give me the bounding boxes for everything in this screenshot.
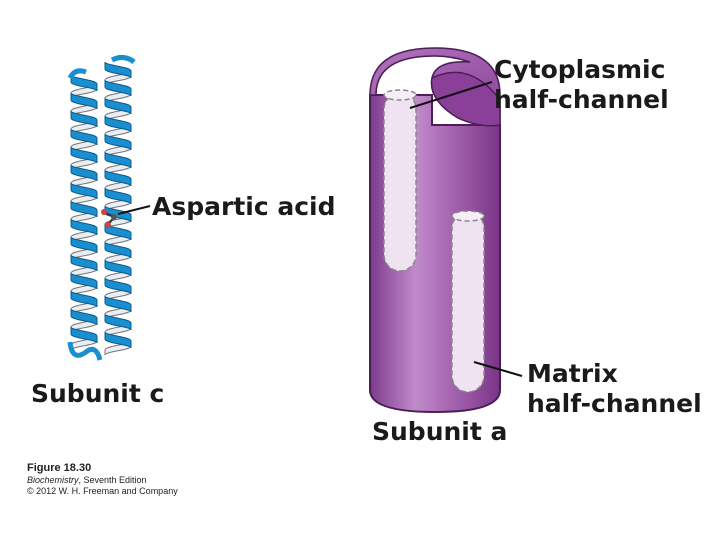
helix-turn-front — [104, 223, 132, 241]
helix-turn-front — [104, 169, 132, 187]
helix-ends — [67, 54, 136, 80]
helix-turn-front — [70, 182, 98, 200]
caption-book-title: Biochemistry — [27, 475, 79, 485]
helix-turn-front — [70, 218, 98, 236]
helix-left — [67, 54, 136, 361]
subunit-a-label: Subunit a — [372, 417, 508, 446]
helix-turn-front — [104, 331, 132, 349]
helix-turn-front — [104, 61, 132, 79]
helix-turn-front — [104, 313, 132, 331]
caption-book: Biochemistry, Seventh Edition — [27, 475, 178, 486]
helix-right — [104, 61, 132, 356]
helix-turn-front — [70, 290, 98, 308]
helix-turn-front — [104, 277, 132, 295]
figure-caption: Figure 18.30 Biochemistry, Seventh Editi… — [27, 462, 178, 497]
helix-turn-front — [70, 164, 98, 182]
matrix-label-line1: Matrix — [527, 359, 618, 388]
aspartic-acid-pointer — [117, 205, 151, 215]
helix-turn-front — [104, 79, 132, 97]
matrix-pointer — [473, 361, 523, 377]
helix-turn-front — [70, 272, 98, 290]
helix-turn-front — [70, 74, 98, 92]
aspartic-acid-sidechain — [101, 209, 117, 228]
helix-loop — [67, 341, 103, 361]
helix-turn-front — [70, 308, 98, 326]
helix-turn-front — [70, 146, 98, 164]
matrix-label-line2: half-channel — [527, 389, 702, 418]
helix-turn-front — [70, 200, 98, 218]
cytoplasmic-label-line1: Cytoplasmic — [494, 55, 666, 84]
helix-turn-front — [70, 254, 98, 272]
subunit-a-cylinder — [369, 47, 501, 414]
cytoplasmic-label-line2: half-channel — [494, 85, 669, 114]
caption-figure-number: Figure 18.30 — [27, 462, 92, 474]
helix-turn-front — [70, 236, 98, 254]
helix-turn-front — [70, 326, 98, 344]
helix-turn-front — [104, 133, 132, 151]
caption-book-edition: , Seventh Edition — [78, 475, 147, 485]
helix-turn-front — [70, 92, 98, 110]
caption-copyright: © 2012 W. H. Freeman and Company — [27, 486, 178, 496]
cytoplasmic-pointer — [409, 81, 493, 109]
helix-turn-front — [104, 295, 132, 313]
subunit-c-helices — [67, 54, 136, 361]
cytoplasmic-half-channel — [383, 89, 417, 272]
helix-turn-front — [104, 187, 132, 205]
helix-turn-front — [104, 115, 132, 133]
helix-turn-front — [70, 128, 98, 146]
helix-turn-front — [70, 110, 98, 128]
helix-turn-front — [104, 259, 132, 277]
helix-turn-front — [104, 151, 132, 169]
helix-turn-front — [104, 241, 132, 259]
helix-turn-front — [104, 97, 132, 115]
aspartic-acid-label: Aspartic acid — [152, 192, 336, 221]
matrix-half-channel — [451, 210, 485, 393]
subunit-c-label: Subunit c — [31, 379, 165, 408]
